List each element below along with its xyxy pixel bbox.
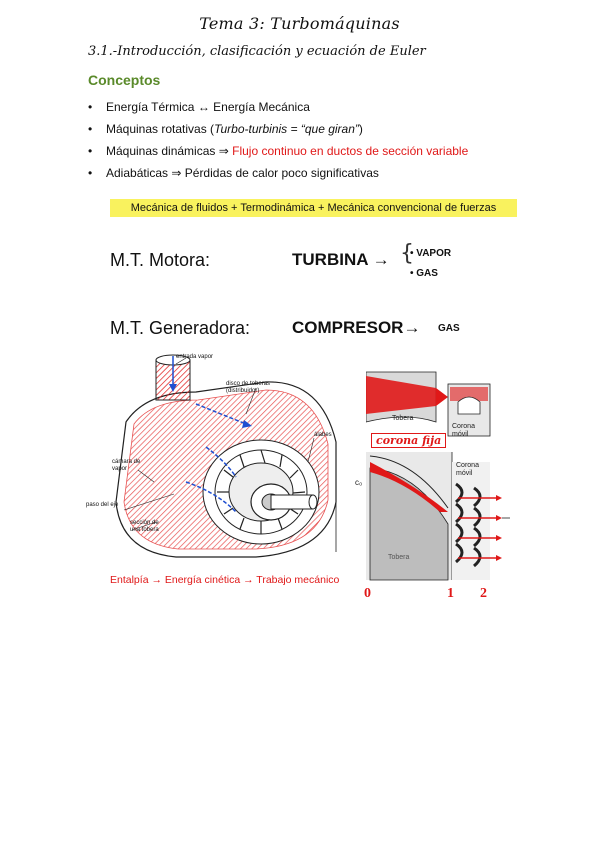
label-seccion: sección de una tobera (130, 520, 159, 533)
label-corona-movil-bottom: Corona móvil (456, 462, 479, 477)
label-tobera-bottom: Tobera (388, 554, 410, 561)
bullet-italic: Turbo-turbinis = “que giran” (214, 122, 359, 136)
label-alabes: álabes (314, 432, 332, 438)
energy-caption: Entalpía → Energía cinética → Trabajo me… (110, 574, 340, 586)
list-item: Máquinas dinámicas ⇒ Flujo continuo en d… (88, 140, 468, 162)
bullet-text: Energía Térmica ↔ Energía Mecánica (106, 100, 310, 114)
bullet-red-text: Flujo continuo en ductos de sección vari… (232, 144, 469, 158)
highlight-box: Mecánica de fluidos + Termodinámica + Me… (110, 199, 517, 217)
concepts-list: Energía Térmica ↔ Energía Mecánica Máqui… (88, 96, 468, 184)
label-tobera-top: Tobera (392, 415, 414, 422)
brace-icon: { (400, 241, 414, 266)
station-2: 2 (480, 586, 487, 601)
subtitle: 3.1.-Introducción, clasificación y ecuac… (88, 44, 426, 59)
turbine-illustration (115, 354, 337, 558)
bullet-text: ) (358, 122, 363, 136)
list-item: Energía Térmica ↔ Energía Mecánica (88, 96, 468, 118)
label-camara: cámara de vapor (112, 459, 141, 472)
compresor-label: COMPRESOR→ (292, 318, 421, 337)
label-paso: paso del eje (86, 502, 119, 508)
section-heading: Conceptos (88, 72, 161, 88)
bullet-text: Máquinas dinámicas ⇒ (106, 144, 233, 158)
label-corona-movil-top: Corona móvil (452, 423, 475, 438)
label-entrada: entrada vapor (176, 354, 214, 360)
option-vapor: • VAPOR (410, 248, 452, 259)
gas-label: GAS (438, 323, 460, 334)
turbina-label: TURBINA → (292, 250, 390, 269)
option-gas: • GAS (410, 268, 438, 279)
cascade-diagram (366, 452, 510, 581)
list-item: Adiabáticas ⇒ Pérdidas de calor poco sig… (88, 162, 468, 184)
station-0: 0 (364, 586, 371, 601)
list-item: Máquinas rotativas (Turbo-turbinis = “qu… (88, 118, 468, 140)
motora-label: M.T. Motora: (110, 250, 211, 270)
nozzle-diagram (366, 362, 496, 444)
bullet-text: Adiabáticas ⇒ Pérdidas de calor poco sig… (106, 166, 379, 180)
c0-label: c₀ (355, 478, 363, 487)
bullet-text: Máquinas rotativas ( (106, 122, 215, 136)
station-1: 1 (447, 586, 454, 601)
corona-fija-tag: corona fija (371, 433, 447, 448)
generadora-label: M.T. Generadora: (110, 318, 251, 338)
label-disco: disco de toberas (distribuidor) (226, 381, 271, 394)
page-title: Tema 3: Turbomáquinas (199, 14, 400, 33)
